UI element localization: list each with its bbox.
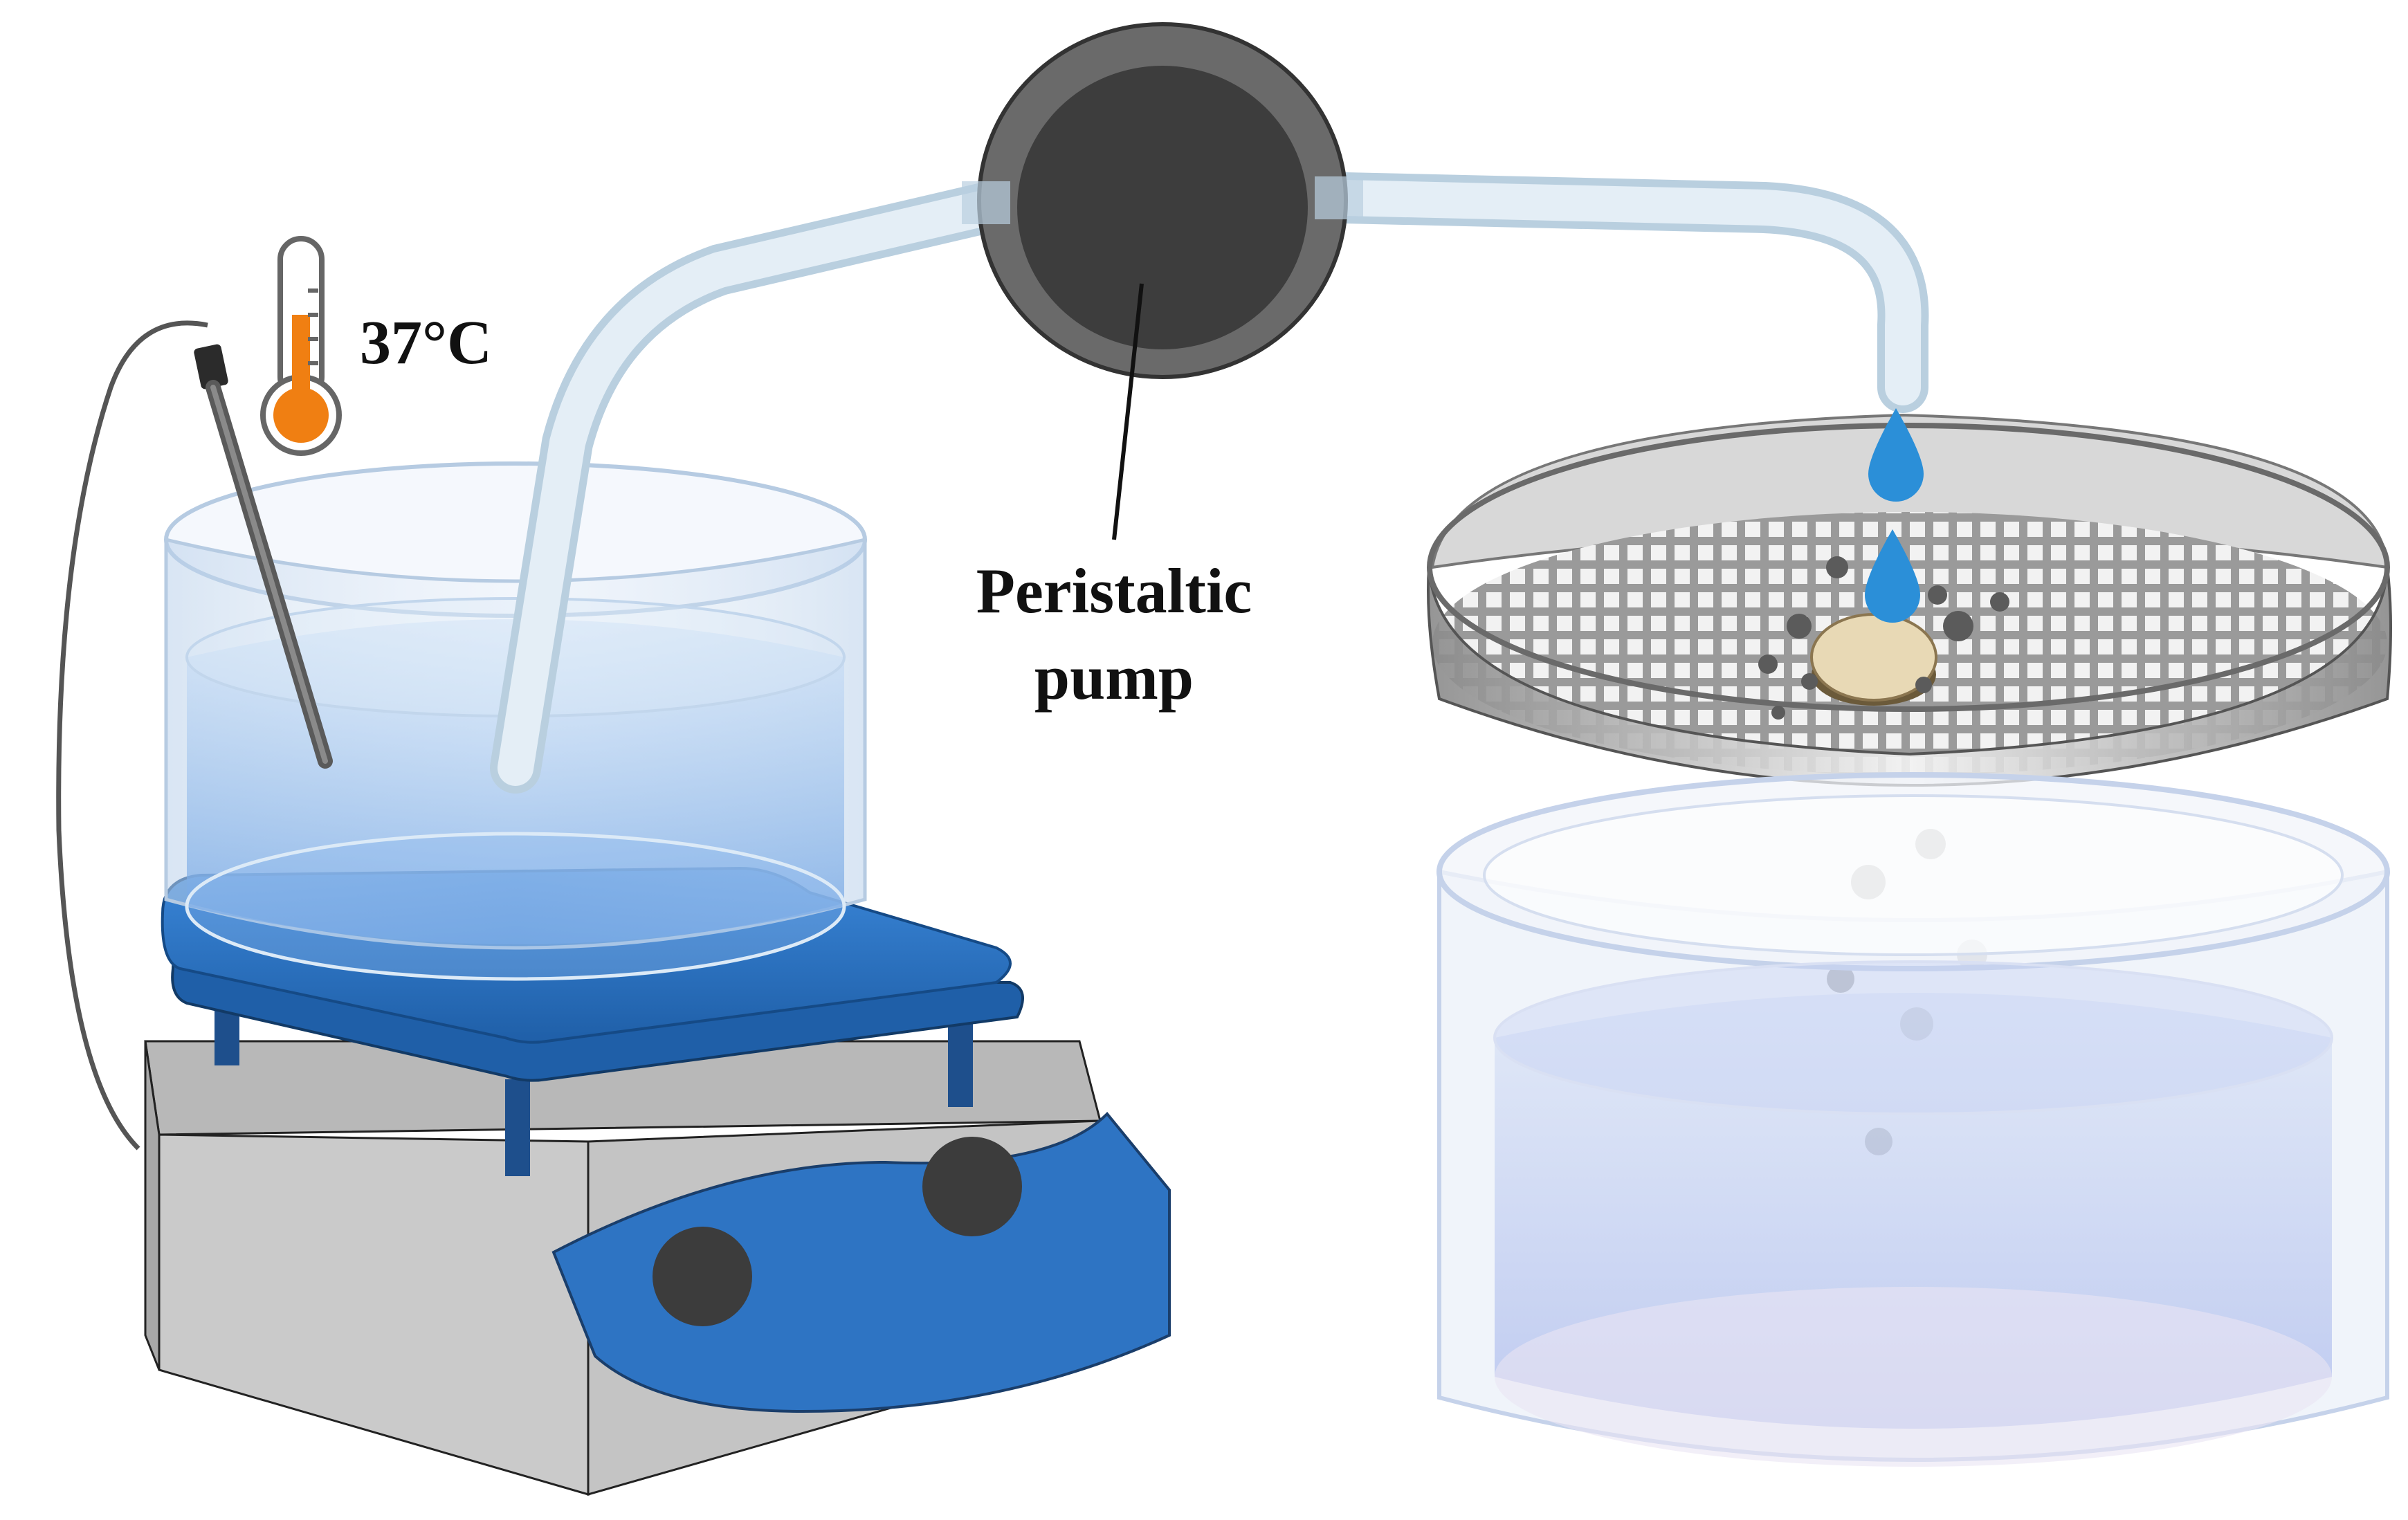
- peristaltic-pump: [962, 22, 1363, 540]
- temperature-probe: [56, 320, 333, 1151]
- knob-right: [922, 1137, 1022, 1236]
- water-drop-icon: [1865, 408, 1924, 623]
- plate-leg: [948, 1024, 973, 1107]
- temperature-label: 37°C: [360, 309, 492, 377]
- particles-on-sieve: [1758, 556, 2009, 720]
- pump-label-line2: pump: [1034, 642, 1194, 713]
- plate-leg: [505, 1079, 530, 1176]
- tubing: [490, 172, 1929, 794]
- probe-cable: [56, 320, 208, 1151]
- hot-plate-stirrer: [144, 866, 1171, 1496]
- thermometer-icon: [260, 236, 342, 456]
- knob-left: [653, 1227, 752, 1326]
- collection-beaker: [1436, 772, 2390, 1467]
- sample-disc: [1810, 613, 1937, 706]
- pump-pointer: [1112, 283, 1144, 540]
- pump-label-line1: Peristaltic: [976, 556, 1252, 626]
